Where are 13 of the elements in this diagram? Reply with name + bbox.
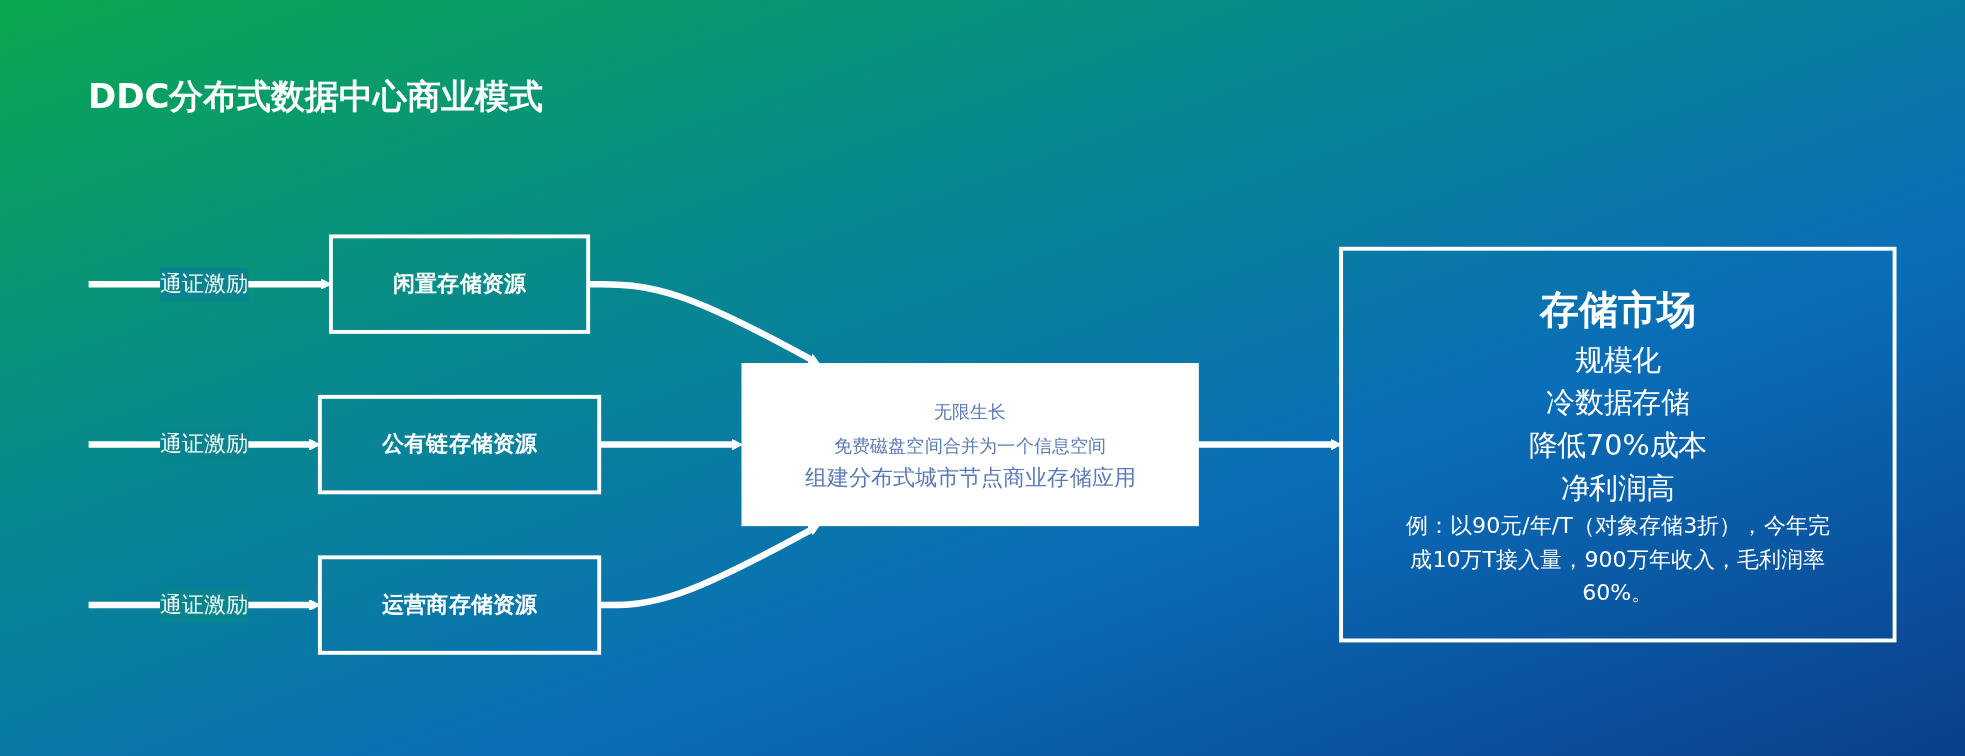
arrow	[1198, 439, 1342, 451]
node-box: 无限生长 免费磁盘空间合并为一个信息空间 组建分布式城市节点商业存储应用	[741, 363, 1199, 527]
arrow	[588, 281, 820, 365]
node-box: 公有链存储资源	[317, 395, 602, 495]
node-box: 运营商存储资源	[317, 555, 602, 656]
edge-label: 通证激励	[160, 591, 249, 618]
node-box: 存储市场 规模化 冷数据存储 降低70%成本 净利润高 例：以90元/年/T（对象存储3折），今年完成10万T接入量，900万年收入，毛利润率60%。	[1339, 247, 1897, 643]
arrow	[599, 525, 820, 609]
arrow	[599, 439, 743, 451]
title: DDC分布式数据中心商业模式	[88, 75, 544, 118]
node-box: 闲置存储资源	[328, 234, 591, 335]
edge-label: 通证激励	[160, 270, 249, 297]
edge-label: 通证激励	[160, 431, 249, 458]
